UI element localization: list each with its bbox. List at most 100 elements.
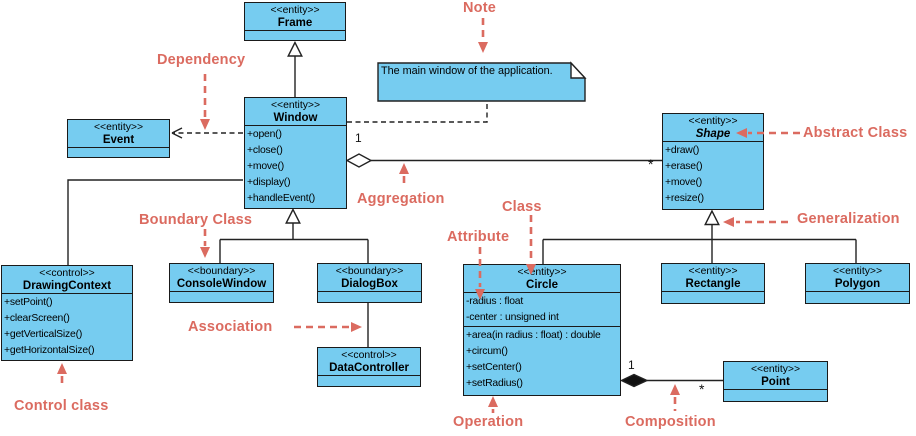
class-stereotype: <<entity>>	[750, 364, 801, 375]
operation-row: +erase()	[665, 161, 703, 172]
boundary-class-pointer-arrow	[200, 229, 210, 258]
class-consolewindow: <<boundary>> ConsoleWindow	[169, 263, 274, 303]
composition-circle-point	[619, 373, 723, 388]
generalization-tree-window	[219, 207, 369, 263]
annotation-abstract-class: Abstract Class	[803, 125, 908, 141]
empty-compartment	[318, 291, 421, 302]
annotation-class: Class	[502, 199, 542, 215]
generalization-window-frame	[287, 40, 303, 97]
attribute-row: -radius : float	[466, 296, 524, 307]
annotation-note: Note	[463, 0, 497, 16]
class-name: ConsoleWindow	[176, 278, 267, 290]
class-name: DrawingContext	[22, 280, 112, 292]
operation-row: +move()	[247, 161, 284, 172]
class-header: <<control>> DataController	[318, 348, 420, 375]
annotation-composition: Composition	[625, 414, 716, 430]
multiplicity-aggregation-1: 1	[355, 131, 362, 145]
annotation-dependency: Dependency	[157, 52, 246, 68]
annotation-generalization: Generalization	[797, 211, 900, 227]
class-header: <<entity>> Window	[245, 98, 346, 125]
note-fold-corner	[570, 61, 587, 79]
operations-compartment: +open() +close() +move() +display() +han…	[245, 125, 346, 207]
class-header: <<entity>> Circle	[464, 265, 620, 292]
operation-row: +move()	[665, 177, 702, 188]
class-name: DataController	[329, 362, 409, 374]
annotation-control-class: Control class	[14, 398, 109, 414]
class-header: <<control>> DrawingContext	[2, 266, 132, 293]
class-polygon: <<entity>> Polygon	[805, 263, 910, 304]
abstract-class-pointer-arrow	[736, 128, 800, 138]
operation-row: +display()	[247, 177, 291, 188]
annotation-aggregation: Aggregation	[357, 191, 445, 207]
class-name: Rectangle	[685, 278, 741, 290]
class-name: Shape	[695, 128, 731, 140]
class-name: Polygon	[834, 278, 881, 290]
class-header: <<boundary>> ConsoleWindow	[170, 264, 273, 291]
operation-pointer-arrow	[488, 396, 498, 413]
class-stereotype: <<entity>>	[93, 122, 144, 133]
operation-row: +setPoint()	[4, 297, 53, 308]
class-name: Frame	[277, 17, 313, 29]
class-name: Event	[102, 134, 135, 146]
annotation-operation: Operation	[453, 414, 524, 430]
operation-row: +setCenter()	[466, 362, 522, 373]
class-point: <<entity>> Point	[723, 361, 828, 402]
annotation-association: Association	[188, 319, 273, 335]
class-name: DialogBox	[341, 278, 398, 290]
attribute-row: -center : unsigned int	[466, 312, 559, 323]
generalization-tree-shape	[542, 209, 857, 264]
empty-compartment	[662, 291, 764, 303]
operation-row: +close()	[247, 145, 283, 156]
multiplicity-composition-1: 1	[628, 358, 635, 372]
association-pointer-arrow	[294, 322, 362, 332]
operation-row: +getVerticalSize()	[4, 329, 83, 340]
class-pointer-arrow	[526, 215, 536, 275]
operations-compartment: +setPoint() +clearScreen() +getVerticalS…	[2, 293, 132, 359]
class-drawingcontext: <<control>> DrawingContext +setPoint() +…	[1, 265, 133, 361]
class-name: Point	[761, 376, 790, 388]
class-frame: <<entity>> Frame	[244, 2, 346, 41]
operation-row: +clearScreen()	[4, 313, 70, 324]
class-header: <<entity>> Event	[68, 120, 169, 147]
operations-compartment: +draw() +erase() +move() +resize()	[663, 141, 763, 207]
class-circle: <<entity>> Circle -radius : float -cente…	[463, 264, 621, 396]
operations-compartment: +area(in radius : float) : double +circu…	[464, 326, 620, 392]
hollow-triangle-arrowhead	[287, 40, 303, 57]
generalization-pointer-arrow	[723, 217, 788, 227]
empty-compartment	[68, 147, 169, 157]
hollow-diamond	[345, 153, 373, 168]
annotation-boundary-class: Boundary Class	[139, 212, 253, 228]
operation-row: +getHorizontalSize()	[4, 345, 95, 356]
attribute-pointer-arrow	[475, 247, 485, 300]
class-stereotype: <<control>>	[341, 350, 397, 361]
class-header: <<entity>> Frame	[245, 3, 345, 30]
operation-row: +circum()	[466, 346, 508, 357]
aggregation-pointer-arrow	[399, 163, 409, 187]
class-stereotype: <<entity>>	[270, 100, 321, 111]
note-text: The main window of the application.	[381, 65, 553, 77]
composition-pointer-arrow	[670, 384, 680, 411]
operation-row: +handleEvent()	[247, 193, 315, 204]
class-stereotype: <<entity>>	[688, 266, 738, 277]
multiplicity-aggregation-many: *	[648, 156, 654, 172]
class-rectangle: <<entity>> Rectangle	[661, 263, 765, 304]
class-stereotype: <<boundary>>	[187, 266, 256, 277]
filled-diamond	[619, 373, 649, 388]
class-event: <<entity>> Event	[67, 119, 170, 158]
multiplicity-composition-many: *	[699, 381, 705, 397]
class-dialogbox: <<boundary>> DialogBox	[317, 263, 422, 303]
class-stereotype: <<control>>	[39, 268, 95, 279]
empty-compartment	[170, 291, 273, 302]
dependency-window-event	[171, 127, 243, 139]
class-stereotype: <<entity>>	[688, 116, 738, 127]
operation-row: +resize()	[665, 193, 704, 204]
operation-row: +open()	[247, 129, 282, 140]
note-shape	[377, 61, 587, 102]
class-header: <<entity>> Rectangle	[662, 264, 764, 291]
class-window: <<entity>> Window +open() +close() +move…	[244, 97, 347, 209]
annotation-attribute: Attribute	[447, 229, 510, 245]
operation-row: +setRadius()	[466, 378, 523, 389]
class-header: <<entity>> Point	[724, 362, 827, 389]
